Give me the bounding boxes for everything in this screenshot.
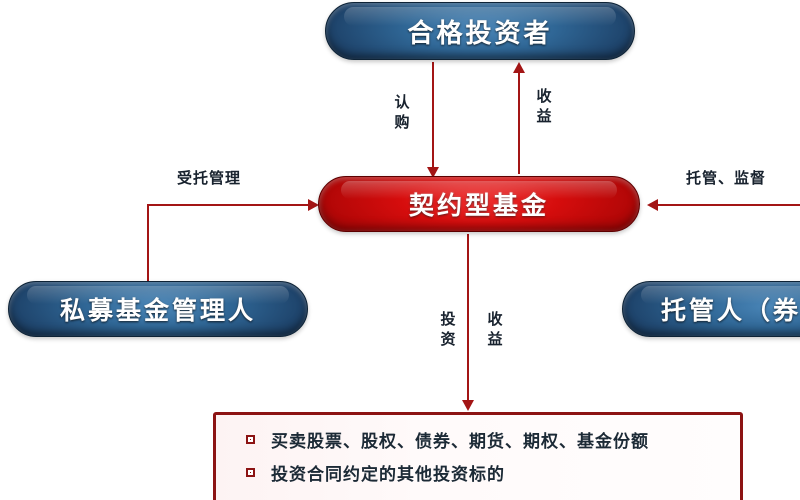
arrow-returns-top-up xyxy=(513,62,525,73)
connector-entrusted-vertical xyxy=(147,204,149,286)
connector-custody-horizontal xyxy=(658,204,800,206)
connector-returns-top-line xyxy=(518,72,520,174)
arrow-custody-left xyxy=(647,199,658,211)
list-item: 投资合同约定的其他投资标的 xyxy=(246,460,730,485)
node-investment-targets[interactable]: 买卖股票、股权、债券、期货、期权、基金份额 投资合同约定的其他投资标的 xyxy=(213,412,743,500)
node-qualified-investor-label: 合格投资者 xyxy=(407,18,553,49)
connector-subscribe-line xyxy=(432,62,434,169)
edge-label-returns-bottom: 收益 xyxy=(487,310,504,348)
node-custodian[interactable]: 托管人（券 xyxy=(622,281,800,337)
edge-label-subscribe: 认购 xyxy=(394,93,411,131)
square-bullet-icon xyxy=(246,468,255,477)
arrow-entrusted-right xyxy=(308,199,319,211)
node-private-fund-manager-label: 私募基金管理人 xyxy=(59,296,256,325)
list-item-label: 投资合同约定的其他投资标的 xyxy=(271,465,505,485)
node-contractual-fund[interactable]: 契约型基金 xyxy=(318,176,640,232)
edge-label-invest: 投资 xyxy=(440,310,457,348)
square-bullet-icon xyxy=(246,435,255,444)
connector-entrusted-horizontal xyxy=(147,204,310,206)
node-contractual-fund-label: 契约型基金 xyxy=(408,191,549,220)
edge-label-returns-top: 收益 xyxy=(536,87,553,125)
list-item-label: 买卖股票、股权、债券、期货、期权、基金份额 xyxy=(271,432,649,452)
node-qualified-investor[interactable]: 合格投资者 xyxy=(325,2,635,60)
node-private-fund-manager[interactable]: 私募基金管理人 xyxy=(8,281,308,337)
connector-invest-line xyxy=(467,234,469,402)
arrow-subscribe-down xyxy=(427,167,439,178)
list-item: 买卖股票、股权、债券、期货、期权、基金份额 xyxy=(246,427,730,452)
edge-label-custody-supervision: 托管、监督 xyxy=(686,169,767,187)
arrow-invest-down xyxy=(462,400,474,411)
node-custodian-label: 托管人（券 xyxy=(661,296,800,325)
edge-label-entrusted-management: 受托管理 xyxy=(177,169,242,187)
